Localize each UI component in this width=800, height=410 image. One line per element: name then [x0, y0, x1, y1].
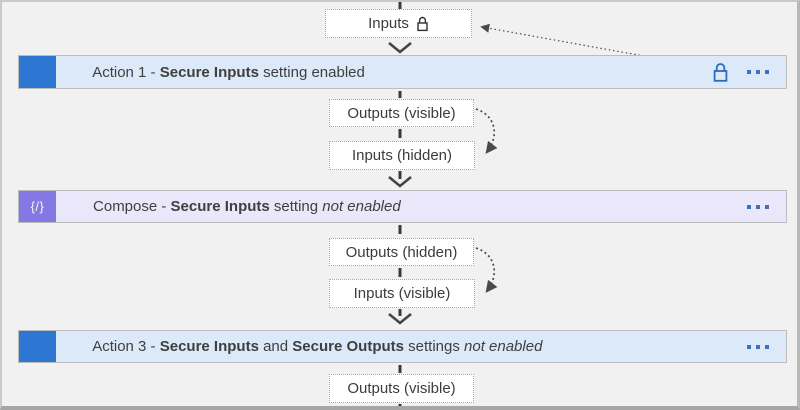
more-options-icon[interactable] — [745, 201, 771, 213]
title-segment: setting — [269, 198, 323, 215]
secure-inputs-lock-icon — [713, 62, 728, 82]
title-segment: Action 3 - — [92, 338, 160, 355]
more-options-icon[interactable] — [745, 66, 771, 78]
title-segment-italic: not enabled — [464, 338, 543, 355]
compose-bar[interactable]: {/} Compose - Secure Inputs setting not … — [18, 190, 787, 223]
title-segment: Action 1 - — [92, 63, 160, 81]
compose-glyph: {/} — [30, 199, 45, 214]
node-outputs-visible-2: Outputs (visible) — [329, 374, 474, 403]
node-label: Outputs (hidden) — [345, 243, 458, 261]
action-1-bar[interactable]: Action 1 - Secure Inputs setting enabled — [18, 55, 787, 89]
outputs-to-inputs-arrow — [475, 108, 498, 154]
action-3-title: Action 3 - Secure Inputs and Secure Outp… — [68, 321, 542, 372]
compose-title: Compose - Secure Inputs setting not enab… — [68, 181, 401, 232]
title-segment: and — [258, 338, 293, 355]
action-1-title: Action 1 - Secure Inputs setting enabled — [68, 47, 365, 98]
node-label: Outputs (visible) — [347, 380, 456, 397]
outputs-to-inputs-arrow — [475, 247, 498, 293]
title-segment-bold: Secure Inputs — [159, 338, 259, 355]
arrow-down-icon — [388, 41, 412, 54]
node-label: Inputs — [368, 15, 409, 32]
lock-icon — [417, 16, 428, 31]
more-options-icon[interactable] — [745, 341, 771, 353]
node-label: Outputs (visible) — [347, 104, 456, 122]
node-inputs-visible: Inputs (visible) — [329, 279, 475, 308]
node-inputs-hidden: Inputs (hidden) — [329, 141, 475, 170]
title-segment-italic: not enabled — [322, 198, 401, 215]
node-outputs-visible-1: Outputs (visible) — [329, 99, 474, 127]
node-outputs-hidden: Outputs (hidden) — [329, 238, 474, 266]
title-segment: settings — [403, 338, 465, 355]
title-segment-bold: Secure Outputs — [292, 338, 404, 355]
action-1-bar-right — [712, 56, 771, 88]
node-inputs-top: Inputs — [325, 9, 472, 38]
title-segment: Compose - — [93, 198, 171, 215]
compose-tile-icon: {/} — [19, 191, 56, 222]
title-segment: setting enabled — [258, 63, 365, 81]
node-label: Inputs (visible) — [353, 285, 451, 302]
title-segment-bold: Secure Inputs — [159, 63, 259, 81]
compose-bar-right — [745, 191, 771, 222]
action-3-bar[interactable]: Action 3 - Secure Inputs and Secure Outp… — [18, 330, 787, 363]
node-label: Inputs (hidden) — [351, 147, 453, 164]
action-3-bar-right — [745, 331, 771, 362]
action-1-tile-icon — [19, 56, 56, 88]
action-3-tile-icon — [19, 331, 56, 362]
title-segment-bold: Secure Inputs — [170, 198, 270, 215]
